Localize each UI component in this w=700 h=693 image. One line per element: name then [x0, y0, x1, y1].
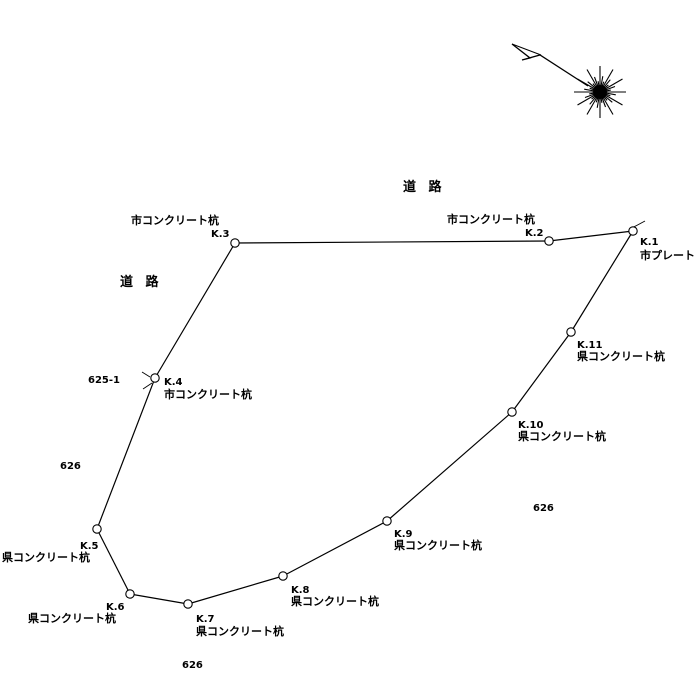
point-desc-k10: 県コンクリート杭: [518, 429, 606, 443]
survey-point-k11: [566, 327, 576, 337]
boundary-edge-k9-k10: [386, 411, 513, 522]
point-id-k10: K.10: [518, 420, 544, 431]
point-id-k6: K.6: [106, 602, 125, 613]
parcel-label-625-1: 625-1: [88, 375, 120, 386]
boundary-edge-k8-k9: [282, 520, 388, 577]
survey-point-k5: [92, 524, 102, 534]
k4-tick-mark-upper: [141, 371, 151, 378]
point-id-k4: K.4: [164, 377, 183, 388]
point-desc-k4: 市コンクリート杭: [164, 387, 252, 401]
survey-points: [92, 226, 638, 609]
boundary-edge-k6-k7: [129, 593, 189, 605]
boundary-edge-k3-k4: [154, 242, 236, 379]
point-desc-k5: 県コンクリート杭: [2, 550, 90, 564]
survey-point-k4: [150, 373, 160, 383]
point-desc-k8: 県コンクリート杭: [291, 594, 379, 608]
point-id-k9: K.9: [394, 529, 413, 540]
parcel-label-626-right: 626: [533, 503, 554, 514]
road-label-left: 道 路: [120, 274, 163, 290]
point-desc-k7: 県コンクリート杭: [196, 624, 284, 638]
boundary-edge-k2-k3: [234, 240, 550, 244]
point-id-k11: K.11: [577, 340, 603, 351]
point-desc-k9: 県コンクリート杭: [394, 538, 482, 552]
point-desc-k11: 県コンクリート杭: [577, 349, 665, 363]
survey-point-k2: [544, 236, 554, 246]
survey-point-k1: [628, 226, 638, 236]
point-id-k3: K.3: [211, 229, 230, 240]
point-id-k5: K.5: [80, 541, 99, 552]
survey-point-k6: [125, 589, 135, 599]
road-label-top: 道 路: [403, 179, 446, 195]
survey-point-k9: [382, 516, 392, 526]
compass-rose: [574, 66, 626, 118]
compass-center: [593, 85, 607, 99]
boundary-edge-k10-k11: [511, 331, 572, 413]
survey-point-k3: [230, 238, 240, 248]
boundary-edge-k11-k1: [570, 230, 634, 333]
boundary-lines: [96, 230, 634, 605]
point-id-k2: K.2: [525, 228, 544, 239]
k4-tick-mark-lower: [142, 382, 153, 390]
survey-point-k10: [507, 407, 517, 417]
point-id-k8: K.8: [291, 585, 310, 596]
point-id-k7: K.7: [196, 614, 215, 625]
survey-point-k7: [183, 599, 193, 609]
boundary-edge-k1-k2: [548, 230, 634, 242]
point-id-k1: K.1: [640, 237, 659, 248]
boundary-edge-k5-k6: [96, 528, 131, 595]
point-desc-k6: 県コンクリート杭: [28, 611, 116, 625]
parcel-label-626-left: 626: [60, 461, 81, 472]
survey-point-k8: [278, 571, 288, 581]
point-desc-k1: 市プレート: [640, 248, 695, 262]
parcel-label-626-bottom: 626: [182, 660, 203, 671]
boundary-edge-k4-k5: [96, 377, 156, 530]
boundary-edge-k7-k8: [187, 575, 284, 605]
point-desc-k3: 市コンクリート杭: [131, 213, 219, 227]
point-desc-k2: 市コンクリート杭: [447, 212, 535, 226]
north-arrow-compass-icon: [511, 43, 626, 118]
